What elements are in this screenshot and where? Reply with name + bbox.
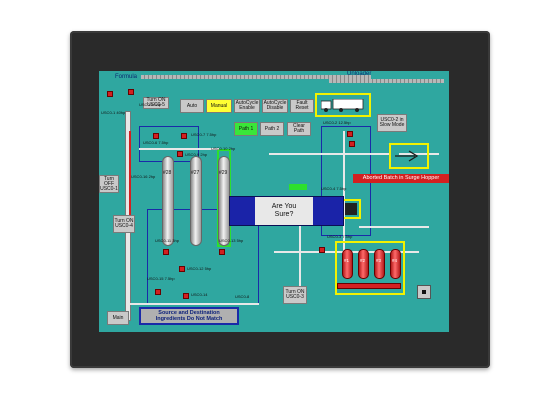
fault-reset-button[interactable]: Fault Reset xyxy=(290,99,314,113)
dialog-text: Are You Sure? xyxy=(271,203,297,218)
unloader-label: Unloader xyxy=(347,71,372,77)
stop-square-button[interactable] xyxy=(417,285,431,299)
hopper-bottom-bar xyxy=(337,283,401,289)
usc0-9-label: USC0-9 2hp xyxy=(185,152,208,157)
pipe-right-top xyxy=(399,153,439,155)
usc0-3-label: USC0-3 7.5hp xyxy=(327,234,353,239)
usc0-16-label: USC0-16 2hp xyxy=(131,174,156,179)
dialog-panel: Are You Sure? xyxy=(255,197,313,225)
valve-top-left[interactable] xyxy=(128,89,134,95)
pipe-arrow-right xyxy=(359,226,429,228)
clear-path-button[interactable]: Clear Path xyxy=(287,122,311,136)
valve-usc0-11[interactable] xyxy=(163,249,169,255)
alarm-banner: Aborted Batch in Surge Hopper xyxy=(353,174,449,183)
valve-right-1[interactable] xyxy=(349,141,355,147)
tank-28-label: #28 xyxy=(163,170,172,176)
usc0-12-label: USC0-12 5hp xyxy=(187,266,212,271)
autocycle-disable-button[interactable]: AutoCycle Disable xyxy=(262,99,288,113)
confirm-dialog: Are You Sure? xyxy=(229,196,344,226)
hopper-2[interactable] xyxy=(358,249,369,279)
flow-arrow-icon xyxy=(395,149,423,163)
main-button[interactable]: Main xyxy=(107,311,129,325)
turn-on-usc0-4-button[interactable]: Turn ON USC0-4 xyxy=(113,215,135,233)
hoppers-highlight xyxy=(335,241,405,295)
hopper-1[interactable] xyxy=(342,249,353,279)
usc0-11-label: USC0-11 3hp xyxy=(155,238,179,243)
usc0-4-label: USC0-4 7.5hp xyxy=(321,186,347,191)
hopper-4[interactable] xyxy=(390,249,401,279)
truck-icon xyxy=(320,98,365,113)
pipe-lower-vertical xyxy=(299,221,301,299)
manual-button[interactable]: Manual xyxy=(206,99,232,113)
stop-square-icon xyxy=(422,290,426,294)
status-message-line2: Ingredients Do Not Match xyxy=(155,316,223,322)
valve-usc0-14[interactable] xyxy=(183,293,189,299)
path-1-button[interactable]: Path 1 xyxy=(234,122,258,136)
usc0-7-label: USC0-7 7.5hp xyxy=(191,132,217,137)
valve-usc0-7[interactable] xyxy=(181,133,187,139)
green-indicator xyxy=(289,184,307,190)
hopper-3[interactable] xyxy=(374,249,385,279)
hopper-3-label: #3 xyxy=(376,258,382,263)
tank-27[interactable] xyxy=(190,156,202,246)
tank-27-label: #27 xyxy=(191,170,200,176)
autocycle-enable-button[interactable]: AutoCycle Enable xyxy=(234,99,260,113)
usc0-5-label: USC0-5 5hp xyxy=(139,102,162,107)
top-bar-right xyxy=(329,79,444,83)
turn-on-usc0-5-button[interactable]: Turn ON USC0-5 xyxy=(143,97,169,109)
tank-29-label: #29 xyxy=(219,170,228,176)
hopper-2-label: #2 xyxy=(360,258,366,263)
pipe-top-horizontal xyxy=(139,148,219,150)
valve-usc0-3[interactable] xyxy=(319,247,325,253)
loader-icon xyxy=(345,203,357,215)
status-message: Source and Destination Ingredients Do No… xyxy=(139,307,239,325)
usc0-2-label: USC0-2 12.5hp xyxy=(323,120,351,125)
valve-usc0-13[interactable] xyxy=(219,249,225,255)
pipe-right-vertical xyxy=(343,131,345,251)
valve-top-left-2[interactable] xyxy=(107,91,113,97)
elevator-rail xyxy=(129,131,131,231)
valve-usc0-12[interactable] xyxy=(179,266,185,272)
usc0-15-label: USC0-15 7.5hp xyxy=(147,276,175,281)
hmi-screen: Formula Unloader Turn ON USC0-5 Auto Man… xyxy=(99,71,449,332)
valve-usc0-6[interactable] xyxy=(153,133,159,139)
usc0-1-label: USC0-1 40hp xyxy=(101,110,126,115)
tank-28[interactable] xyxy=(162,156,174,246)
formula-bar xyxy=(141,75,371,79)
usc0-14-label: USC0-14 xyxy=(191,292,208,297)
pipe-mid-horizontal xyxy=(269,153,389,155)
formula-label: Formula xyxy=(115,74,138,80)
usc0-10-label: USC0-10 2hp xyxy=(211,146,236,151)
hopper-1-label: #1 xyxy=(344,258,350,263)
usc0-8-label: USC0-8 xyxy=(235,294,250,299)
auto-button[interactable]: Auto xyxy=(180,99,204,113)
usc0-6-label: USC0-6 7.5hp xyxy=(143,140,169,145)
valve-usc0-2[interactable] xyxy=(347,131,353,137)
turn-off-usc0-1-button[interactable]: Turn OFF USC0-1 xyxy=(99,175,119,193)
truck-highlight xyxy=(315,93,371,117)
status-message-line1: Source and Destination xyxy=(158,310,220,316)
valve-usc0-9[interactable] xyxy=(177,151,183,157)
turn-on-usc0-3-button[interactable]: Turn ON USC0-3 xyxy=(283,286,307,304)
pipe-bottom-horizontal xyxy=(129,303,259,305)
path-2-button[interactable]: Path 2 xyxy=(260,122,284,136)
usc0-13-label: USC0-13 5hp xyxy=(219,238,244,243)
usc0-2-slow-mode-button[interactable]: USC0-2 in Slow Mode xyxy=(377,114,407,132)
flow-arrow-highlight xyxy=(389,143,429,169)
hopper-4-label: #4 xyxy=(392,258,398,263)
valve-usc0-15[interactable] xyxy=(155,289,161,295)
